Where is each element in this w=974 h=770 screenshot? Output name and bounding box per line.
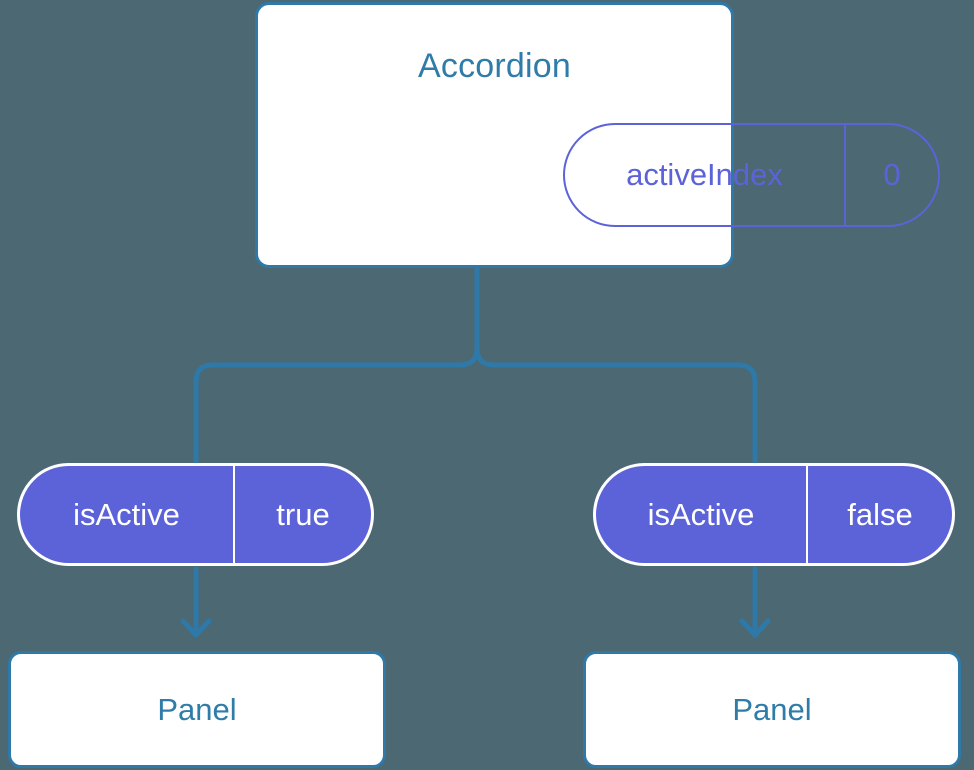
prop-pill-is-active-true[interactable]: isActive true bbox=[17, 463, 374, 566]
state-pill-key: activeIndex bbox=[565, 125, 846, 225]
prop-pill-key: isActive bbox=[20, 466, 235, 563]
node-panel-left-title: Panel bbox=[157, 691, 237, 727]
edge-root-stem bbox=[474, 265, 758, 464]
edge-branch-left bbox=[193, 345, 480, 464]
arrowhead-left bbox=[180, 618, 212, 638]
prop-pill-key: isActive bbox=[596, 466, 808, 563]
state-pill-value: 0 bbox=[883, 157, 901, 192]
state-pill-active-index[interactable]: activeIndex 0 bbox=[563, 123, 940, 227]
prop-pill-value: false bbox=[847, 496, 913, 532]
node-accordion[interactable]: Accordion activeIndex 0 bbox=[255, 2, 940, 268]
node-panel-right[interactable]: Panel bbox=[583, 651, 961, 768]
node-panel-right-title: Panel bbox=[732, 691, 812, 727]
node-accordion-title: Accordion bbox=[418, 47, 571, 85]
arrowhead-right bbox=[739, 618, 771, 638]
node-panel-left[interactable]: Panel bbox=[8, 651, 386, 768]
prop-pill-is-active-false[interactable]: isActive false bbox=[593, 463, 955, 566]
prop-pill-value: true bbox=[276, 496, 330, 532]
